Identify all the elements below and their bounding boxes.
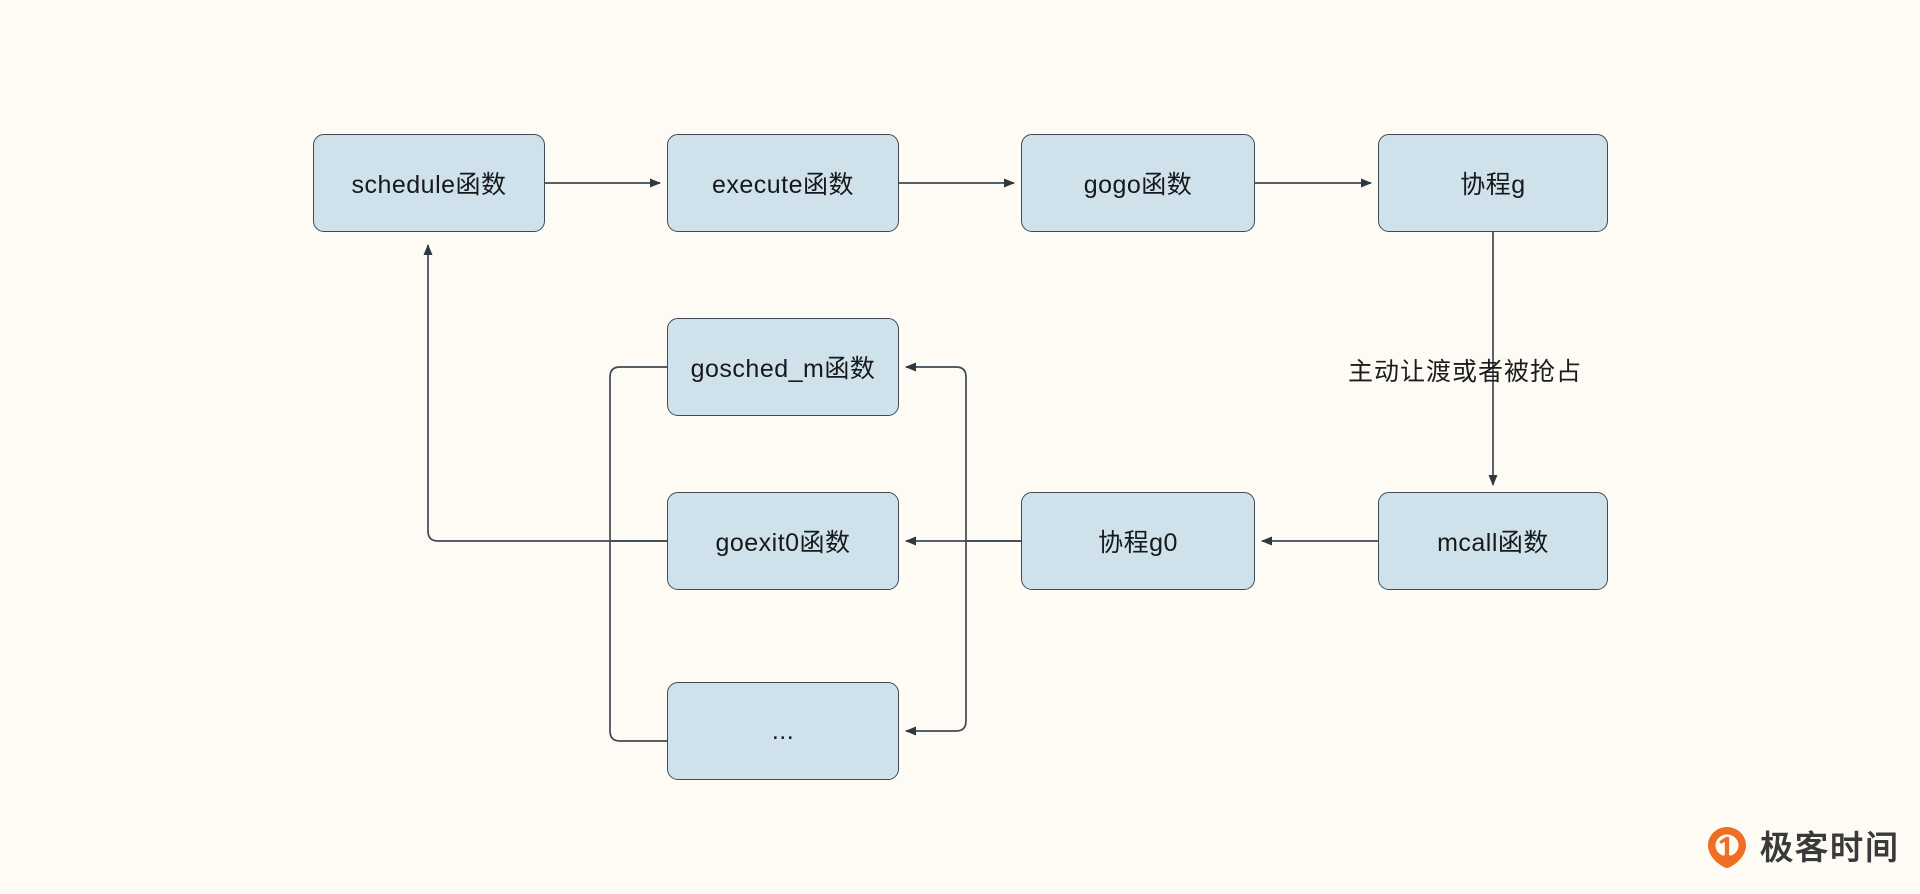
node-goroutine-g0-label: 协程g0 [1098,529,1178,557]
geektime-pin-icon [1705,825,1749,869]
node-mcall-label: mcall函数 [1437,529,1549,557]
node-ellipsis[interactable]: ... [667,682,899,780]
node-schedule[interactable]: schedule函数 [313,134,545,232]
node-gogo-label: gogo函数 [1083,171,1193,199]
node-gosched-m-label: gosched_m函数 [690,355,876,383]
node-goroutine-g-label: 协程g [1460,171,1526,199]
watermark-logo: 极客时间 [1705,825,1900,869]
node-schedule-label: schedule函数 [351,171,507,199]
edge-return-to-schedule [423,244,667,542]
node-mcall[interactable]: mcall函数 [1378,492,1608,590]
node-goroutine-g[interactable]: 协程g [1378,134,1608,232]
edge-g0-gosched_m [905,362,1021,542]
node-goexit0[interactable]: goexit0函数 [667,492,899,590]
node-goroutine-g0[interactable]: 协程g0 [1021,492,1255,590]
geektime-brand-text: 极客时间 [1760,828,1900,866]
node-goexit0-label: goexit0函数 [715,529,851,557]
node-execute[interactable]: execute函数 [667,134,899,232]
edge-g0-ellipsis [905,541,967,736]
node-ellipsis-label: ... [771,716,795,745]
node-execute-label: execute函数 [711,171,855,199]
edge-left-bus-vertical [609,366,667,742]
edge-label-yield-or-preempt: 主动让渡或者被抢占 [1348,358,1583,386]
node-gogo[interactable]: gogo函数 [1021,134,1255,232]
node-gosched-m[interactable]: gosched_m函数 [667,318,899,416]
